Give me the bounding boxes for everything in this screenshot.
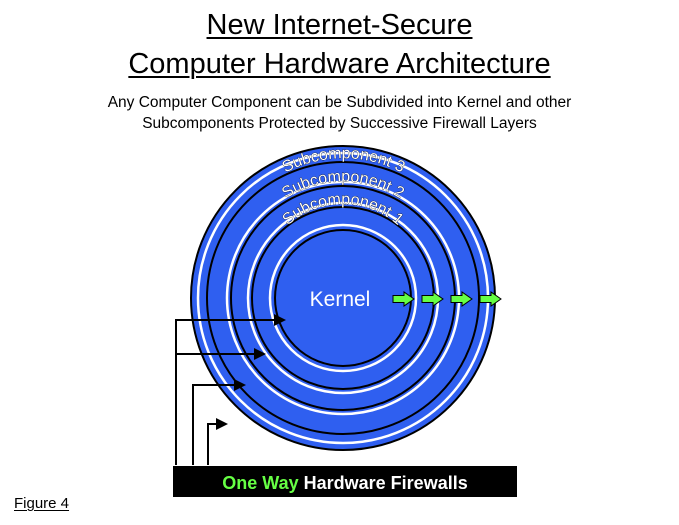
firewall-banner-label: One Way Hardware Firewalls <box>222 473 467 493</box>
kernel-label: Kernel <box>310 288 371 311</box>
firewall-connectors <box>175 319 276 465</box>
connector-arrowhead-icon <box>234 379 246 391</box>
one-way-arrows <box>392 291 502 307</box>
firewall-banner <box>173 466 517 497</box>
connector-line-ring-2 <box>192 384 236 465</box>
connector-arrowhead-icon <box>254 348 266 360</box>
title-line-2: Computer Hardware Architecture <box>128 48 551 80</box>
connector-arrowhead-icon <box>274 314 286 326</box>
title-line-1: New Internet-Secure <box>206 9 473 41</box>
connector-arrowhead-icon <box>216 418 228 430</box>
subtitle-line-2: Subcomponents Protected by Successive Fi… <box>142 115 537 132</box>
kernel-ring-line <box>268 223 418 373</box>
firewall-banner-highlight: One Way <box>222 473 298 493</box>
firewall-banner-rest: Hardware Firewalls <box>299 473 468 493</box>
connector-line-ring-3 <box>207 423 218 465</box>
outgoing-arrow-icon <box>392 291 415 307</box>
outgoing-arrow-icon <box>479 291 502 307</box>
outgoing-arrow-icon <box>450 291 473 307</box>
subtitle-line-1: Any Computer Component can be Subdivided… <box>107 94 572 111</box>
figure-label: Figure 4 <box>14 495 70 512</box>
outgoing-arrow-icon <box>421 291 444 307</box>
connector-line-kernel <box>175 319 276 465</box>
